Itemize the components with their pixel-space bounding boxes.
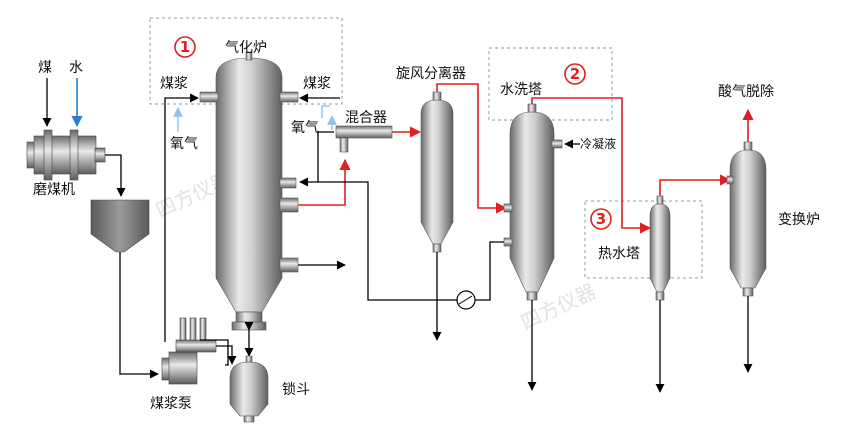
zone-2-box (488, 47, 613, 121)
scrubber-to-hot-water-tower-line (531, 97, 652, 234)
mixer (335, 125, 393, 153)
step-3-number: 3 (596, 210, 606, 228)
label-coal: 煤 (38, 60, 52, 76)
recycle-to-gasifier-line (299, 177, 457, 301)
label-slurry-pump: 煤浆泵 (150, 396, 192, 412)
label-coal-mill: 磨煤机 (33, 182, 75, 198)
recycle-pump-mark (458, 295, 473, 305)
slurry-tank (90, 199, 150, 253)
label-acid-gas-removal: 酸气脱除 (718, 84, 774, 100)
step-1-circle (174, 36, 196, 58)
cyclone-to-scrubber-line (436, 83, 508, 214)
step-2-number: 2 (570, 65, 580, 83)
gasifier-to-mixer-line (298, 158, 351, 206)
cyclone-separator (420, 91, 454, 253)
step-1-number: 1 (180, 38, 190, 56)
label-lock-hopper: 锁斗 (282, 382, 310, 398)
step-3-circle (590, 208, 612, 230)
mixer-recycle-in-line (317, 131, 334, 182)
label-slurry-right: 煤浆 (303, 76, 331, 92)
gasifier (199, 51, 299, 331)
scrubber-recycle-out-line (475, 241, 504, 301)
label-oxygen-left: 氧气 (170, 136, 198, 152)
coal-mill (26, 129, 106, 181)
label-oxygen-right: 氧气 (291, 120, 319, 136)
tank-to-pump-line (119, 252, 159, 379)
label-mixer: 混合器 (345, 110, 387, 126)
hot-water-tower (649, 195, 671, 301)
pump-return-line (216, 345, 237, 365)
label-scrubber: 水洗塔 (500, 82, 542, 98)
label-slurry-left: 煤浆 (160, 76, 188, 92)
pump-to-gasifier-line (164, 93, 199, 342)
hot-water-tower-to-shift-line (659, 174, 732, 196)
slurry-pump (161, 317, 217, 385)
label-water: 水 (69, 60, 83, 76)
label-gasifier: 气化炉 (225, 40, 267, 56)
shift-converter (726, 141, 767, 297)
label-hot-water-tower: 热水塔 (598, 246, 640, 262)
zone-3-box (584, 200, 703, 279)
label-cyclone: 旋风分离器 (396, 65, 466, 82)
mill-to-hopper-line (105, 154, 126, 197)
scrubber (503, 103, 563, 301)
label-shift-converter: 变换炉 (778, 211, 820, 228)
pump-side-line (200, 339, 229, 366)
step-2-circle (564, 63, 586, 85)
label-condensate: 冷凝液 (580, 136, 616, 151)
oxygen-right-line (321, 105, 330, 118)
lock-hopper (229, 355, 269, 423)
